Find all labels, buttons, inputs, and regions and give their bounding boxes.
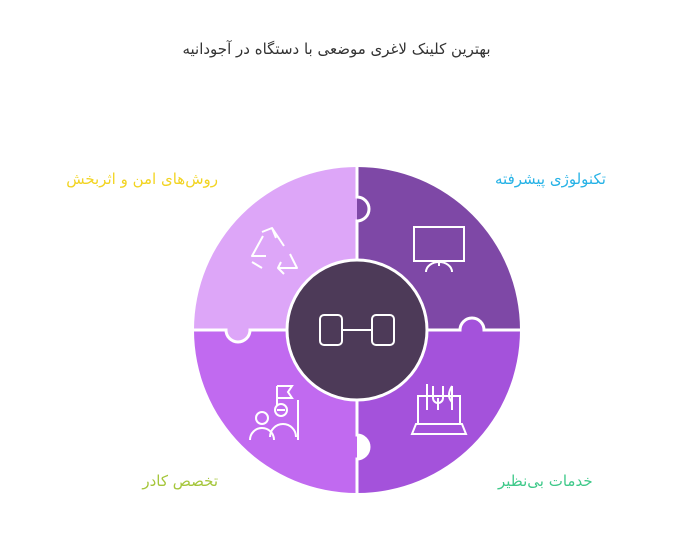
page-title: بهترین کلینک لاغری موضعی با دستگاه در آج… — [182, 40, 491, 58]
laptop-utensils-icon — [410, 384, 468, 435]
recycle-icon — [251, 227, 298, 275]
piece-separators — [194, 167, 520, 493]
label-unique-services: خدمات بی‌نظیر — [498, 472, 593, 490]
label-advanced-technology: تکنولوژی پیشرفته — [495, 170, 606, 188]
team-icon — [249, 385, 299, 441]
label-staff-expertise: تخصص کادر — [142, 472, 218, 490]
dumbbell-icon — [319, 314, 395, 346]
monitor-icon — [413, 226, 465, 273]
label-safe-methods: روش‌های امن و اثربخش — [66, 170, 218, 188]
